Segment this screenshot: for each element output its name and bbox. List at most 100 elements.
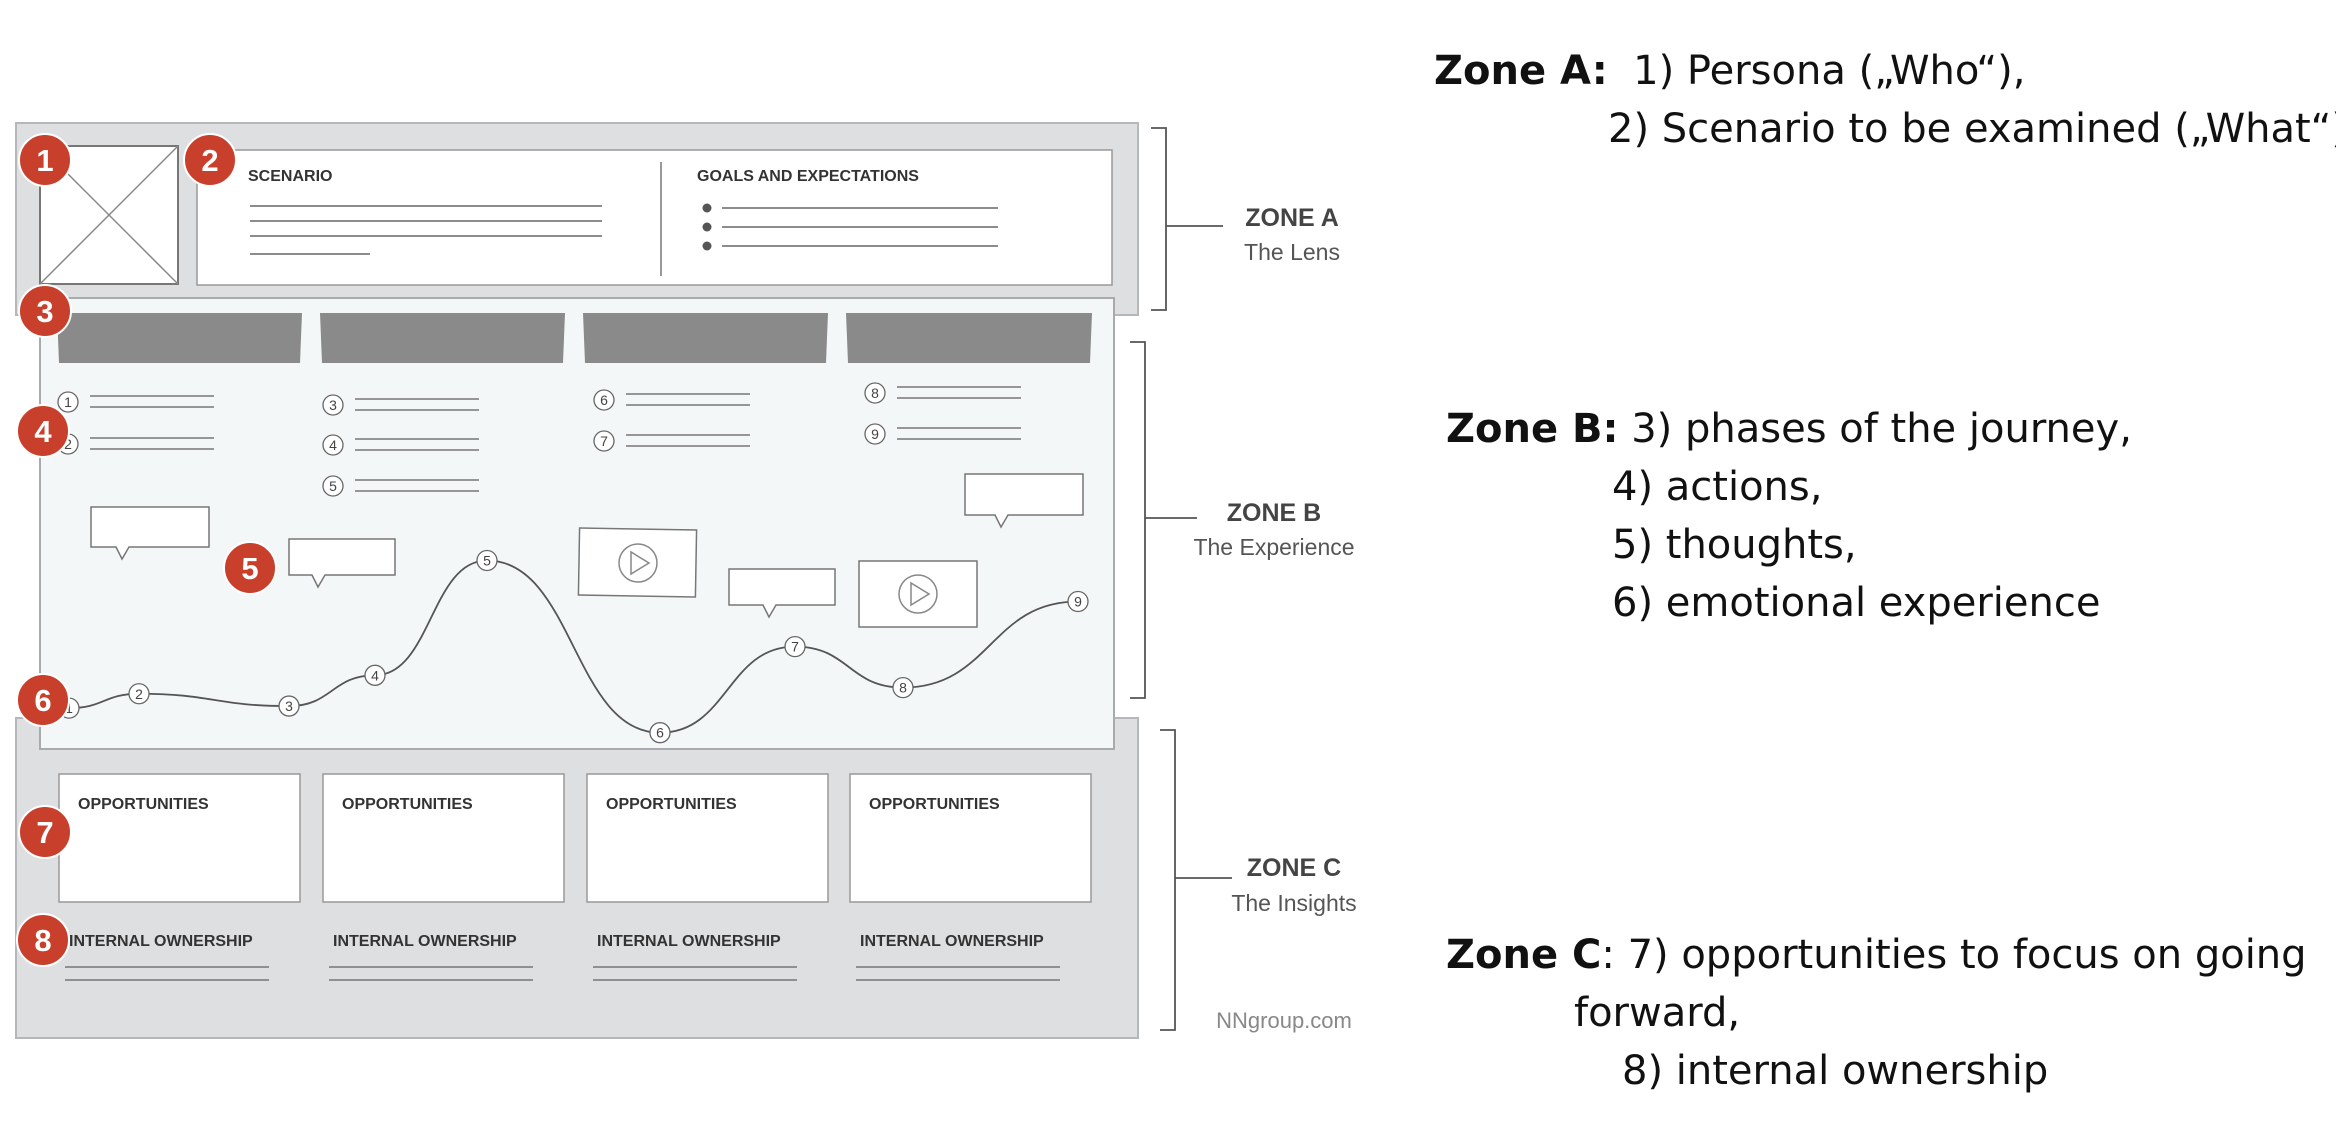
step-marker: 3 (18, 284, 72, 338)
curve-point-label: 5 (483, 553, 491, 569)
curve-point: 5 (476, 549, 498, 572)
zone-b-bracket (1130, 341, 1197, 699)
curve-point: 3 (278, 695, 300, 717)
zone-c-explanation: Zone C: 7) opportunities to focus on goi… (1446, 926, 2307, 1100)
phase-bar (583, 313, 828, 363)
thought-bubble (964, 473, 1084, 529)
step-marker-number: 3 (36, 294, 53, 329)
zone-c-label: Zone C (1446, 932, 1602, 978)
step-marker-number: 1 (36, 143, 53, 178)
curve-point-label: 2 (135, 686, 143, 702)
step-marker: 6 (16, 673, 70, 727)
action-number: 1 (64, 394, 72, 410)
action-number: 3 (329, 397, 337, 413)
step-marker: 8 (16, 913, 70, 967)
opportunities-label: OPPORTUNITIES (606, 796, 737, 813)
phase-bars (57, 313, 1092, 363)
zone-explanations: Zone A: 1) Persona („Who“), 2) Scenario … (1420, 0, 2336, 1128)
zone-c-line: : 7) opportunities to focus on going (1601, 932, 2307, 978)
zone-c-line: 8) internal ownership (1622, 1048, 2049, 1094)
opportunities-box: OPPORTUNITIES (849, 773, 1092, 903)
zone-b-explanation: Zone B: 3) phases of the journey, 4) act… (1446, 400, 2132, 632)
step-marker: 7 (18, 805, 72, 859)
action-number: 7 (600, 433, 608, 449)
step-marker-number: 2 (201, 143, 218, 178)
zone-a-bracket (1151, 127, 1223, 311)
curve-point-label: 4 (371, 667, 379, 683)
curve-point-label: 1 (65, 700, 73, 716)
action-number: 6 (600, 392, 608, 408)
curve-point-label: 3 (285, 698, 293, 714)
internal-ownership: INTERNAL OWNERSHIP (856, 933, 1060, 981)
curve-point: 2 (128, 683, 150, 705)
zone-a-explanation: Zone A: 1) Persona („Who“), 2) Scenario … (1434, 42, 2336, 158)
zone-b-subtitle: The Experience (1193, 534, 1354, 560)
zone-a-subtitle: The Lens (1244, 239, 1340, 265)
internal-ownership: INTERNAL OWNERSHIP (329, 933, 533, 981)
action-number: 9 (871, 426, 879, 442)
opportunities-label: OPPORTUNITIES (869, 796, 1000, 813)
zone-b-name: ZONE B (1227, 499, 1321, 527)
opportunities-box: OPPORTUNITIES (586, 773, 829, 903)
action-item: 3 (322, 394, 479, 416)
journey-map-template: SCENARIO GOALS AND EXPECTATIONS 1 2 3 4 5 6 7 8… (15, 122, 1357, 1039)
video-placeholder (858, 560, 978, 628)
zone-brackets (1130, 127, 1232, 1031)
thought-bubble (90, 506, 210, 561)
thought-bubble (728, 568, 836, 619)
zone-b-label: Zone B: (1446, 406, 1619, 452)
play-icon (618, 543, 658, 583)
curve-point: 6 (649, 722, 671, 744)
zone-a-lens: SCENARIO GOALS AND EXPECTATIONS (15, 122, 1139, 316)
action-number: 5 (329, 478, 337, 494)
scenario-heading: SCENARIO (248, 168, 332, 185)
phase-bar (320, 313, 565, 363)
curve-point: 9 (1067, 590, 1089, 613)
zone-c-line: forward, (1574, 990, 1741, 1036)
goals-heading: GOALS AND EXPECTATIONS (697, 168, 919, 185)
zone-b-line: 6) emotional experience (1612, 580, 2101, 626)
zone-b-line: 4) actions, (1612, 464, 1823, 510)
action-number: 4 (329, 437, 337, 453)
step-marker-number: 6 (34, 683, 51, 718)
curve-point-label: 6 (656, 725, 664, 741)
step-marker: 4 (16, 404, 70, 458)
step-marker-number: 4 (34, 414, 52, 449)
ownership-label: INTERNAL OWNERSHIP (333, 933, 517, 950)
action-item: 4 (322, 434, 479, 456)
action-item: 6 (593, 389, 750, 411)
phase-bar (57, 313, 302, 363)
scenario-card: SCENARIO GOALS AND EXPECTATIONS (196, 149, 1113, 286)
credit-text: NNgroup.com (1216, 1008, 1352, 1033)
curve-point: 8 (892, 676, 914, 699)
opportunities-box: OPPORTUNITIES (58, 773, 301, 903)
zone-c-name: ZONE C (1247, 854, 1341, 882)
opportunities-box: OPPORTUNITIES (322, 773, 565, 903)
emotion-curve-line (68, 559, 1079, 734)
step-marker: 2 (183, 133, 237, 187)
curve-point: 4 (364, 664, 386, 686)
thought-bubble (288, 538, 396, 589)
curve-point-label: 9 (1074, 594, 1082, 610)
play-icon (898, 574, 938, 614)
ownership-label: INTERNAL OWNERSHIP (597, 933, 781, 950)
action-item: 9 (864, 423, 1021, 445)
ownership-label: INTERNAL OWNERSHIP (860, 933, 1044, 950)
step-marker: 1 (18, 133, 72, 187)
step-marker-number: 7 (36, 815, 53, 850)
action-items: 1 2 3 4 5 6 7 8 9 (57, 382, 1021, 497)
zone-c-insights: OPPORTUNITIES INTERNAL OWNERSHIP OPPORTUNI… (58, 773, 1092, 981)
opportunities-label: OPPORTUNITIES (78, 796, 209, 813)
action-number: 2 (64, 436, 72, 452)
action-number: 8 (871, 385, 879, 401)
phase-bar (846, 313, 1092, 363)
zone-c-bracket (1160, 729, 1232, 1031)
action-item: 7 (593, 430, 750, 452)
ownership-label: INTERNAL OWNERSHIP (69, 933, 253, 950)
internal-ownership: INTERNAL OWNERSHIP (65, 933, 269, 981)
zone-b-line: 5) thoughts, (1612, 522, 1857, 568)
thought-bubbles (90, 473, 1084, 619)
zone-a-name: ZONE A (1245, 204, 1339, 232)
video-placeholder (577, 527, 698, 598)
